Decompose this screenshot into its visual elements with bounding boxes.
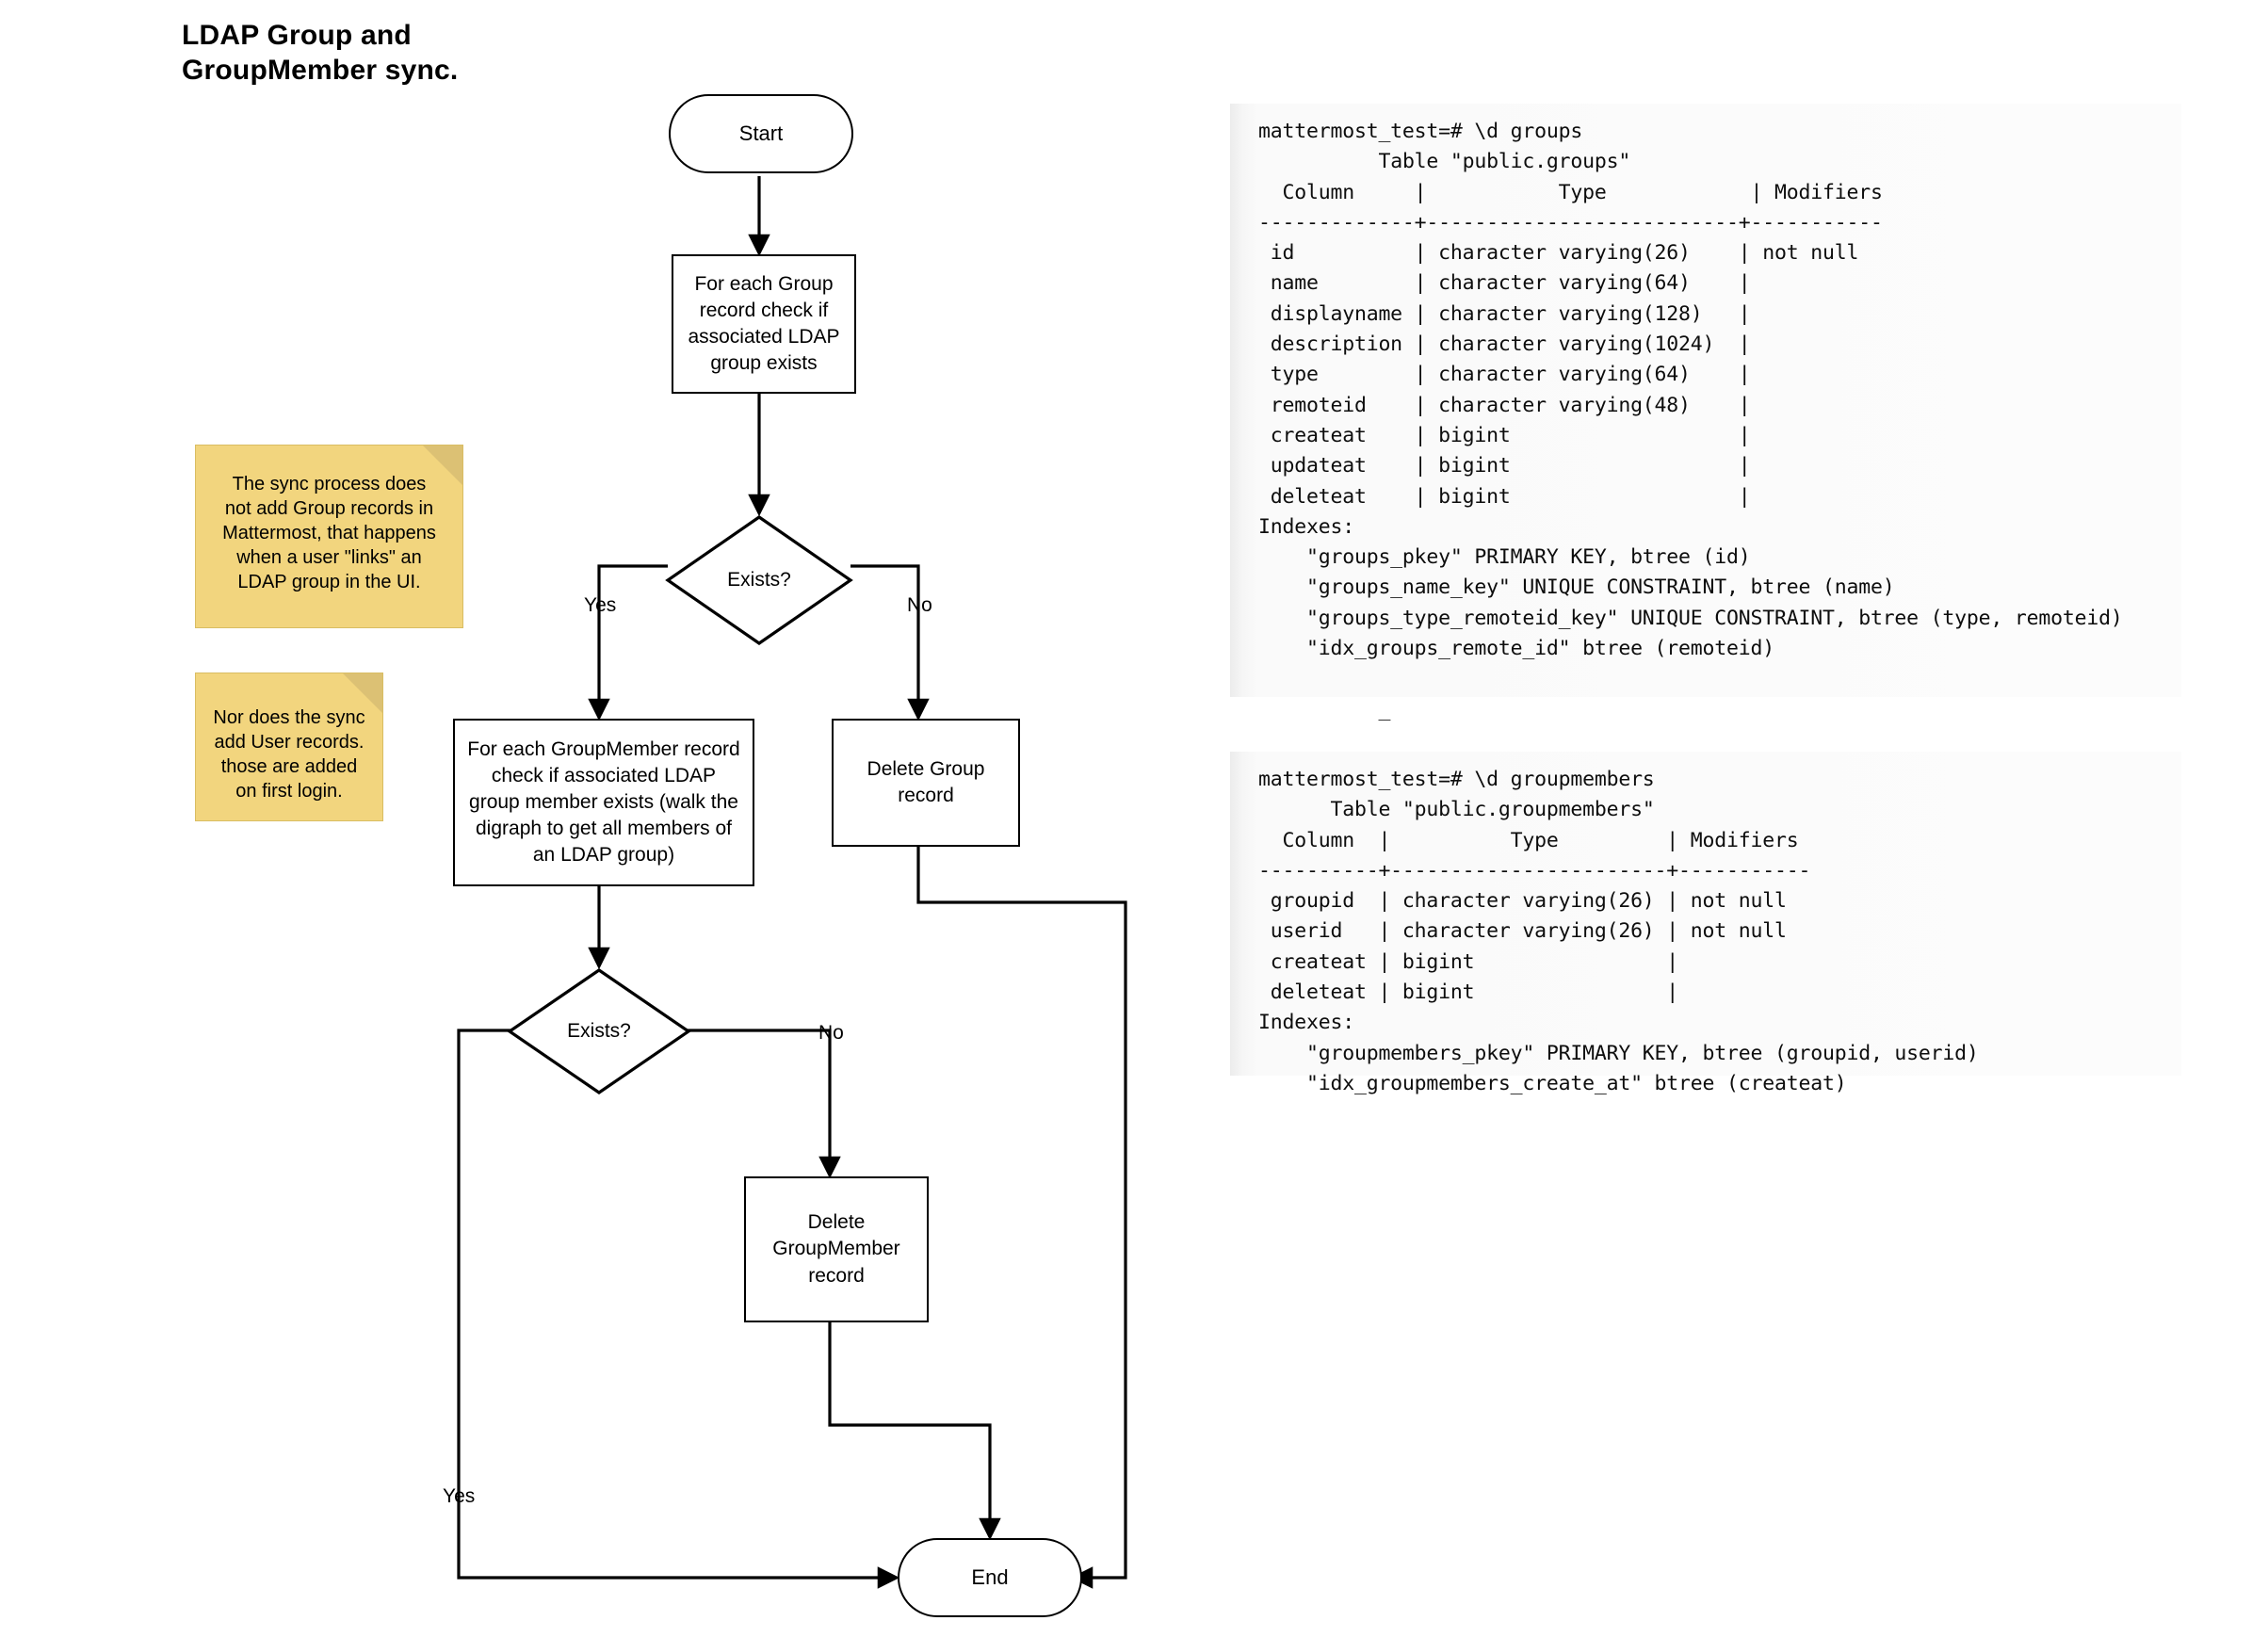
edge-label-decision1-yes: Yes bbox=[584, 594, 617, 616]
terminal-groups-prompt: mattermost_test=# \d groups bbox=[1258, 120, 1583, 143]
terminal-groupmembers-index: "groupmembers_pkey" PRIMARY KEY, btree (… bbox=[1258, 1041, 1979, 1065]
terminal-groups-row: id | character varying(26) | not null bbox=[1258, 241, 1859, 266]
terminal-groupmembers-header: Column | Type | Modifiers bbox=[1258, 828, 1799, 852]
terminal-groupmembers-caption: Table "public.groupmembers" bbox=[1330, 798, 1655, 822]
sticky-note-2-text: Nor does the sync add User records. thos… bbox=[213, 707, 365, 802]
node-check-group[interactable]: For each Group record check if associate… bbox=[672, 254, 856, 394]
node-decision-member-exists-label: Exists? bbox=[567, 1020, 631, 1042]
note-fold-icon bbox=[343, 673, 382, 713]
node-check-group-label: For each Group record check if associate… bbox=[688, 272, 840, 375]
terminal-groups-index: "groups_type_remoteid_key" UNIQUE CONSTR… bbox=[1258, 606, 2123, 630]
node-delete-groupmember[interactable]: Delete GroupMember record bbox=[744, 1176, 929, 1322]
sticky-note-2: Nor does the sync add User records. thos… bbox=[195, 673, 383, 821]
edge-label-decision1-no: No bbox=[907, 594, 932, 616]
terminal-groups-separator: -------------+--------------------------… bbox=[1258, 210, 1883, 235]
terminal-groups-index: "groups_pkey" PRIMARY KEY, btree (id) bbox=[1258, 545, 1751, 570]
terminal-groups-row: description | character varying(1024) | bbox=[1258, 332, 1751, 357]
terminal-groupmembers-row: deleteat | bigint | bbox=[1258, 981, 1679, 1005]
terminal-groups-row: remoteid | character varying(48) | bbox=[1258, 393, 1751, 417]
terminal-groupmembers-row: createat | bigint | bbox=[1258, 949, 1679, 974]
node-check-groupmember[interactable]: For each GroupMember record check if ass… bbox=[453, 719, 754, 886]
page-title: LDAP Group and GroupMember sync. bbox=[182, 20, 459, 86]
sticky-note-1: The sync process does not add Group reco… bbox=[195, 445, 463, 628]
node-end-label: End bbox=[971, 1565, 1009, 1590]
sticky-note-1-text: The sync process does not add Group reco… bbox=[222, 474, 436, 592]
terminal-groups-row: displayname | character varying(128) | bbox=[1258, 301, 1751, 326]
edge-label-decision2-no: No bbox=[818, 1022, 844, 1044]
node-start[interactable]: Start bbox=[669, 94, 853, 173]
edge-label-decision2-yes: Yes bbox=[443, 1485, 476, 1507]
terminal-groupmembers-separator: ----------+-----------------------+-----… bbox=[1258, 858, 1811, 883]
terminal-groups-row: updateat | bigint | bbox=[1258, 454, 1751, 478]
terminal-groups-indexes-label: Indexes: bbox=[1258, 514, 1354, 539]
node-start-label: Start bbox=[738, 122, 784, 146]
node-delete-group[interactable]: Delete Group record bbox=[832, 719, 1020, 847]
node-delete-groupmember-label: Delete GroupMember record bbox=[772, 1211, 900, 1287]
terminal-groups-index: "idx_groups_remote_id" btree (remoteid) bbox=[1258, 637, 1774, 661]
terminal-groups-row: deleteat | bigint | bbox=[1258, 484, 1751, 509]
terminal-groupmembers-row: groupid | character varying(26) | not nu… bbox=[1258, 889, 1787, 914]
terminal-groupmembers-row: userid | character varying(26) | not nul… bbox=[1258, 919, 1787, 944]
terminal-groups-header: Column | Type | Modifiers bbox=[1258, 180, 1883, 204]
terminal-groups-row: type | character varying(64) | bbox=[1258, 363, 1751, 387]
node-delete-group-label: Delete Group record bbox=[867, 757, 985, 806]
terminal-groups-row: createat | bigint | bbox=[1258, 423, 1751, 447]
node-decision-member-exists[interactable]: Exists? bbox=[507, 967, 691, 1095]
note-fold-icon bbox=[423, 446, 462, 485]
terminal-groups-table: mattermost_test=# \d groups Table "publi… bbox=[1230, 104, 2181, 721]
terminal-groupmembers-index: "idx_groupmembers_create_at" btree (crea… bbox=[1258, 1071, 1847, 1095]
node-end[interactable]: End bbox=[898, 1538, 1082, 1617]
terminal-groupmembers-indexes-label: Indexes: bbox=[1258, 1011, 1354, 1035]
node-decision-group-exists[interactable]: Exists? bbox=[665, 514, 853, 646]
node-decision-group-exists-label: Exists? bbox=[727, 569, 791, 591]
terminal-groups-index: "groups_name_key" UNIQUE CONSTRAINT, btr… bbox=[1258, 575, 1895, 600]
terminal-groupmembers-table: mattermost_test=# \d groupmembers Table … bbox=[1230, 752, 2181, 1095]
terminal-groups-row: name | character varying(64) | bbox=[1258, 271, 1751, 296]
node-check-groupmember-label: For each GroupMember record check if ass… bbox=[467, 737, 740, 867]
terminal-groups-caption: Table "public.groups" bbox=[1378, 150, 1631, 174]
terminal-groupmembers-prompt: mattermost_test=# \d groupmembers bbox=[1258, 768, 1655, 791]
terminal-groups-cursor: _ bbox=[1378, 697, 1391, 721]
